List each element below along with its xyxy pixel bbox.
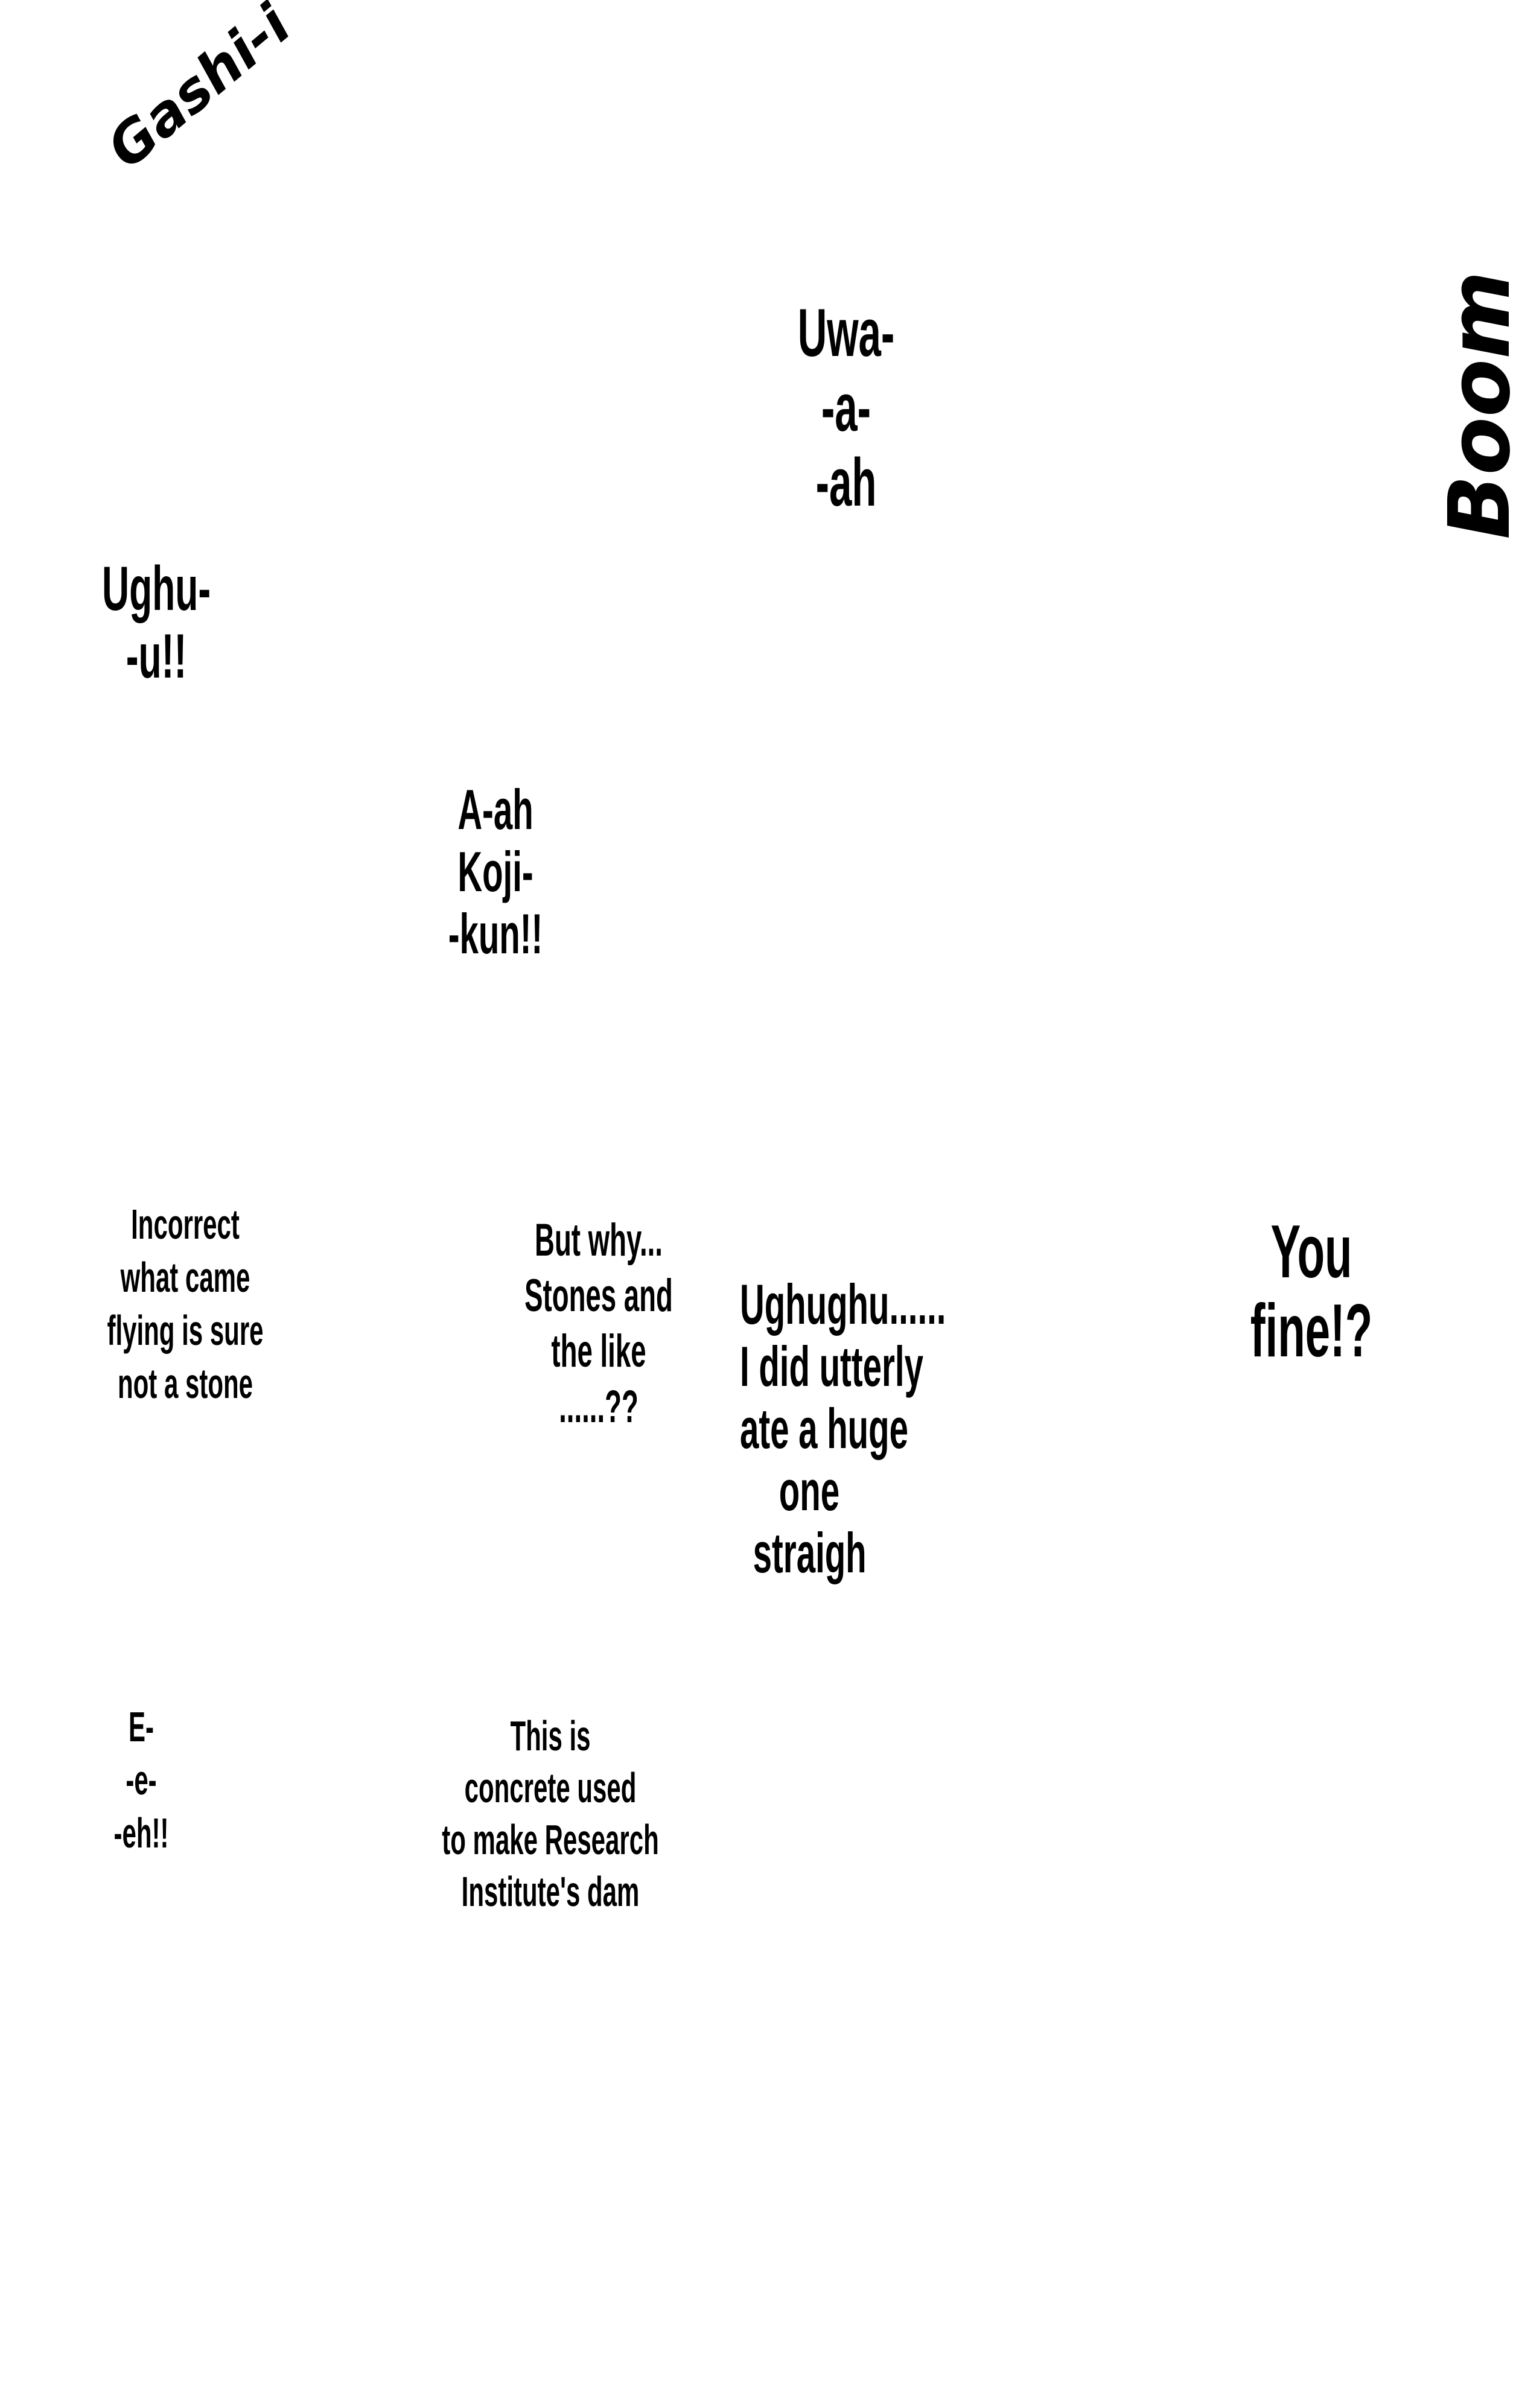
bubble-line: Ughughu......	[740, 1272, 946, 1336]
bubble-koji: A-ah Koji- -kun!!	[441, 778, 550, 965]
bubble-line: concrete used	[464, 1764, 637, 1811]
bubble-line: Ughu-	[102, 554, 211, 624]
bubble-concrete: This is concrete used to make Research I…	[424, 1710, 677, 1917]
bubble-line: I did utterly	[740, 1335, 923, 1398]
bubble-line: Koji-	[457, 840, 533, 903]
bubble-line: what came	[120, 1254, 250, 1301]
bubble-line: E-	[129, 1703, 154, 1750]
bubble-line: straigh	[753, 1521, 867, 1584]
bubble-uwa: Uwa- -a- -ah	[792, 296, 900, 520]
bubble-ughughu: Ughughu...... I did utterly ate a huge o…	[740, 1273, 972, 1584]
bubble-line: to make Research	[442, 1816, 659, 1863]
bubble-line: -ah	[815, 445, 877, 520]
bubble-line: -a-	[821, 370, 871, 445]
bubble-line: Uwa-	[797, 295, 895, 370]
bubble-line: -u!!	[126, 621, 187, 691]
bubble-line: -e-	[126, 1756, 157, 1803]
bubble-line: Stones and	[524, 1270, 673, 1321]
bubble-line: not a stone	[117, 1360, 253, 1407]
bubble-ughu: Ughu- -u!!	[102, 555, 211, 690]
bubble-line: -kun!!	[448, 902, 543, 965]
bubble-line: -eh!!	[113, 1809, 169, 1857]
bubble-line: ate a huge	[740, 1397, 908, 1460]
bubble-youfine: You fine!?	[1221, 1213, 1402, 1371]
bubble-line: This is	[510, 1712, 591, 1759]
bubble-butwhy: But why... Stones and the like ......??	[508, 1213, 689, 1435]
bubble-line: Incorrect	[131, 1201, 240, 1248]
bubble-line: flying is sure	[107, 1307, 264, 1354]
bubble-line: fine!?	[1250, 1289, 1373, 1373]
sfx-gashi: Gashi-i	[95, 0, 303, 181]
bubble-incorrect: Incorrect what came flying is sure not a…	[95, 1198, 276, 1410]
bubble-line: You	[1270, 1210, 1352, 1294]
bubble-line: the like	[551, 1326, 646, 1377]
bubble-line: Institute's dam	[461, 1868, 640, 1915]
bubble-line: But why...	[535, 1215, 663, 1266]
bubble-line: ......??	[559, 1381, 639, 1432]
bubble-eeeh: E- -e- -eh!!	[87, 1700, 196, 1860]
sfx-boom: Boom	[1430, 271, 1516, 539]
bubble-line: one	[779, 1459, 840, 1522]
bubble-line: A-ah	[457, 778, 533, 841]
